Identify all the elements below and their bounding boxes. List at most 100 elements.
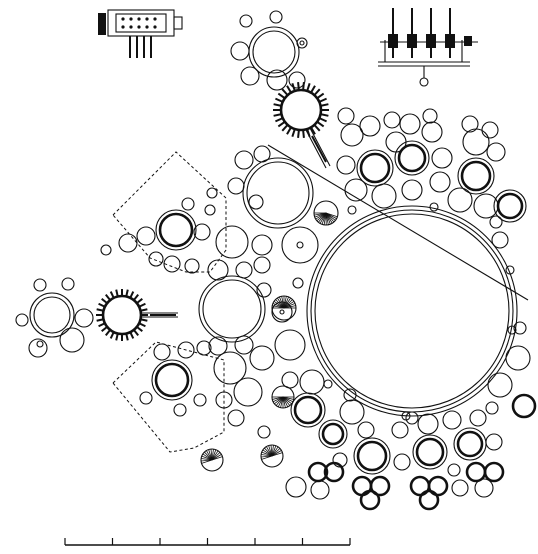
diagram-stroke (291, 83, 296, 92)
diagram-stroke (262, 449, 273, 457)
diagram-stroke (282, 396, 289, 408)
diagram-stroke (125, 289, 129, 297)
diagram-stroke (201, 459, 213, 464)
diagram-stroke (281, 88, 289, 96)
diagram-stroke (201, 459, 213, 462)
diagram-stroke (261, 455, 273, 458)
spindle-frame-icon (378, 8, 478, 87)
upper-drum (242, 157, 314, 229)
diagram-stroke (271, 445, 277, 457)
diagram-stroke (282, 396, 291, 406)
diagram-stroke (201, 455, 213, 461)
diagram-stroke (275, 117, 284, 123)
diagram-stroke (202, 453, 213, 461)
diagram-stroke (211, 456, 223, 461)
diagram-stroke (281, 124, 289, 132)
diagram-stroke (101, 326, 108, 332)
diagram-stroke (316, 92, 325, 100)
lower-dashed-frame (112, 341, 225, 453)
diagram-stroke (297, 82, 300, 91)
diagram-stroke (313, 124, 321, 132)
diagram-stroke (310, 85, 316, 94)
diagram-stroke (266, 446, 273, 457)
diagram-stroke (270, 445, 273, 457)
diagram-stroke (306, 128, 311, 137)
diagram-stroke (115, 333, 119, 341)
diagram-stroke (316, 120, 325, 128)
diagram-stroke (282, 396, 294, 400)
diagram-stroke (96, 308, 104, 312)
diagram-stroke (109, 331, 115, 339)
diagram-stroke (320, 103, 329, 107)
diagram-stroke (261, 451, 273, 457)
diagram-stroke (136, 298, 143, 304)
diagram-stroke (273, 103, 282, 107)
diagram-stroke (140, 318, 148, 322)
diagram-stroke (302, 82, 305, 91)
diagram-stroke (138, 322, 146, 328)
diagram-stroke (318, 117, 327, 123)
diagram-stroke (268, 445, 273, 457)
diagram-stroke (211, 449, 214, 461)
diagram-stroke (272, 396, 284, 400)
diagram-stroke (115, 289, 119, 297)
diagram-stroke (125, 333, 129, 341)
diagram-stroke (261, 454, 273, 457)
diagram-stroke (271, 445, 274, 457)
diagram-stroke (105, 294, 111, 301)
diagram-stroke (140, 308, 148, 312)
diagram-stroke (306, 83, 311, 92)
diagram-stroke (138, 302, 146, 308)
diagram-stroke (109, 291, 115, 299)
diagram-stroke (302, 129, 305, 138)
upper-dashed-frame (112, 151, 227, 273)
diagram-stroke (282, 396, 286, 408)
upper-left-wheels (100, 187, 218, 274)
diagram-stroke (272, 396, 284, 403)
diagram-stroke (211, 454, 222, 461)
tangent-line (267, 144, 529, 301)
top-cluster (230, 10, 308, 91)
diagram-stroke (264, 447, 273, 457)
diagram-stroke (96, 318, 104, 322)
diagram-stroke (206, 450, 213, 461)
diagram-stroke (274, 396, 284, 405)
diagram-stroke (297, 129, 300, 138)
middle-wheels (207, 145, 325, 439)
diagram-stroke (129, 331, 135, 339)
diagram-stroke (271, 446, 279, 457)
diagram-stroke (211, 449, 217, 461)
diagram-stroke (275, 97, 284, 103)
diagram-stroke (208, 449, 213, 461)
diagram-stroke (211, 450, 219, 461)
main-wheel (306, 205, 518, 417)
right-wheels (485, 321, 537, 419)
diagram-stroke (275, 396, 284, 406)
diagram-stroke (286, 85, 292, 94)
diagram-stroke (105, 329, 111, 336)
generated-marks (64, 82, 351, 545)
diagram-stroke (98, 322, 106, 328)
diagram-stroke (318, 97, 327, 103)
diagram-stroke (277, 396, 284, 408)
diagram-stroke (273, 113, 282, 117)
diagram-stroke (280, 396, 284, 408)
diagram-stroke (133, 329, 139, 336)
diagram-stroke (282, 396, 292, 405)
diagram-stroke (101, 298, 108, 304)
diagram-stroke (277, 120, 286, 128)
left-cluster (15, 277, 178, 358)
diagram-stroke (129, 291, 135, 299)
diagram-stroke (291, 128, 296, 137)
diagram-stroke (211, 452, 221, 461)
top-arc-wheels (336, 107, 527, 249)
diagram-stroke (286, 126, 292, 135)
center-drum (198, 275, 266, 343)
diagram-stroke (271, 452, 283, 457)
lower-left-wheels (139, 340, 212, 417)
diagram-stroke (136, 326, 143, 332)
diagram-stroke (201, 458, 213, 461)
diagram-stroke (271, 450, 282, 457)
